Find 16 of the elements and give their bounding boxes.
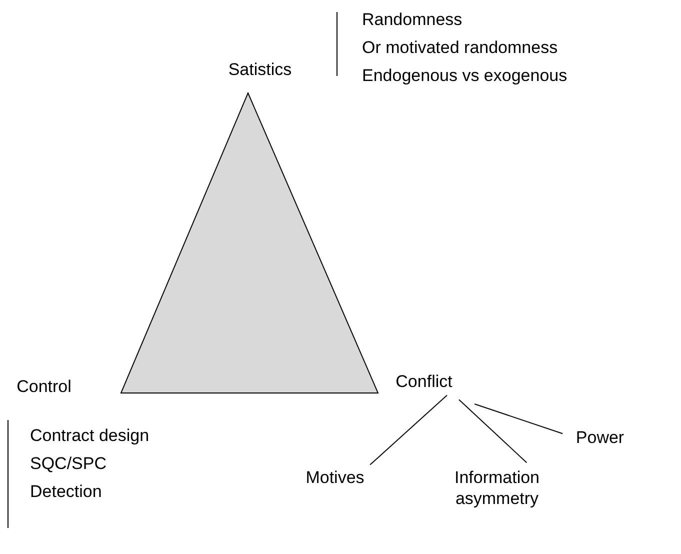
connector-line [474,404,564,434]
connector-line [370,394,448,466]
list-item: Endogenous vs exogenous [362,65,568,87]
connector-line [458,399,528,464]
triangle-shape [121,93,378,393]
list-item: Or motivated randomness [362,37,558,59]
vertex-label: Information asymmetry [440,467,554,511]
list-item: Detection [30,481,102,503]
vertex-label: Satistics [220,59,300,81]
vertex-label: Power [566,427,634,449]
vertex-label: Control [6,376,82,398]
vertex-label: Conflict [378,371,470,393]
vertex-label: Motives [296,467,374,489]
list-item: SQC/SPC [30,453,107,475]
list-item: Randomness [362,9,462,31]
list-item: Contract design [30,425,150,447]
